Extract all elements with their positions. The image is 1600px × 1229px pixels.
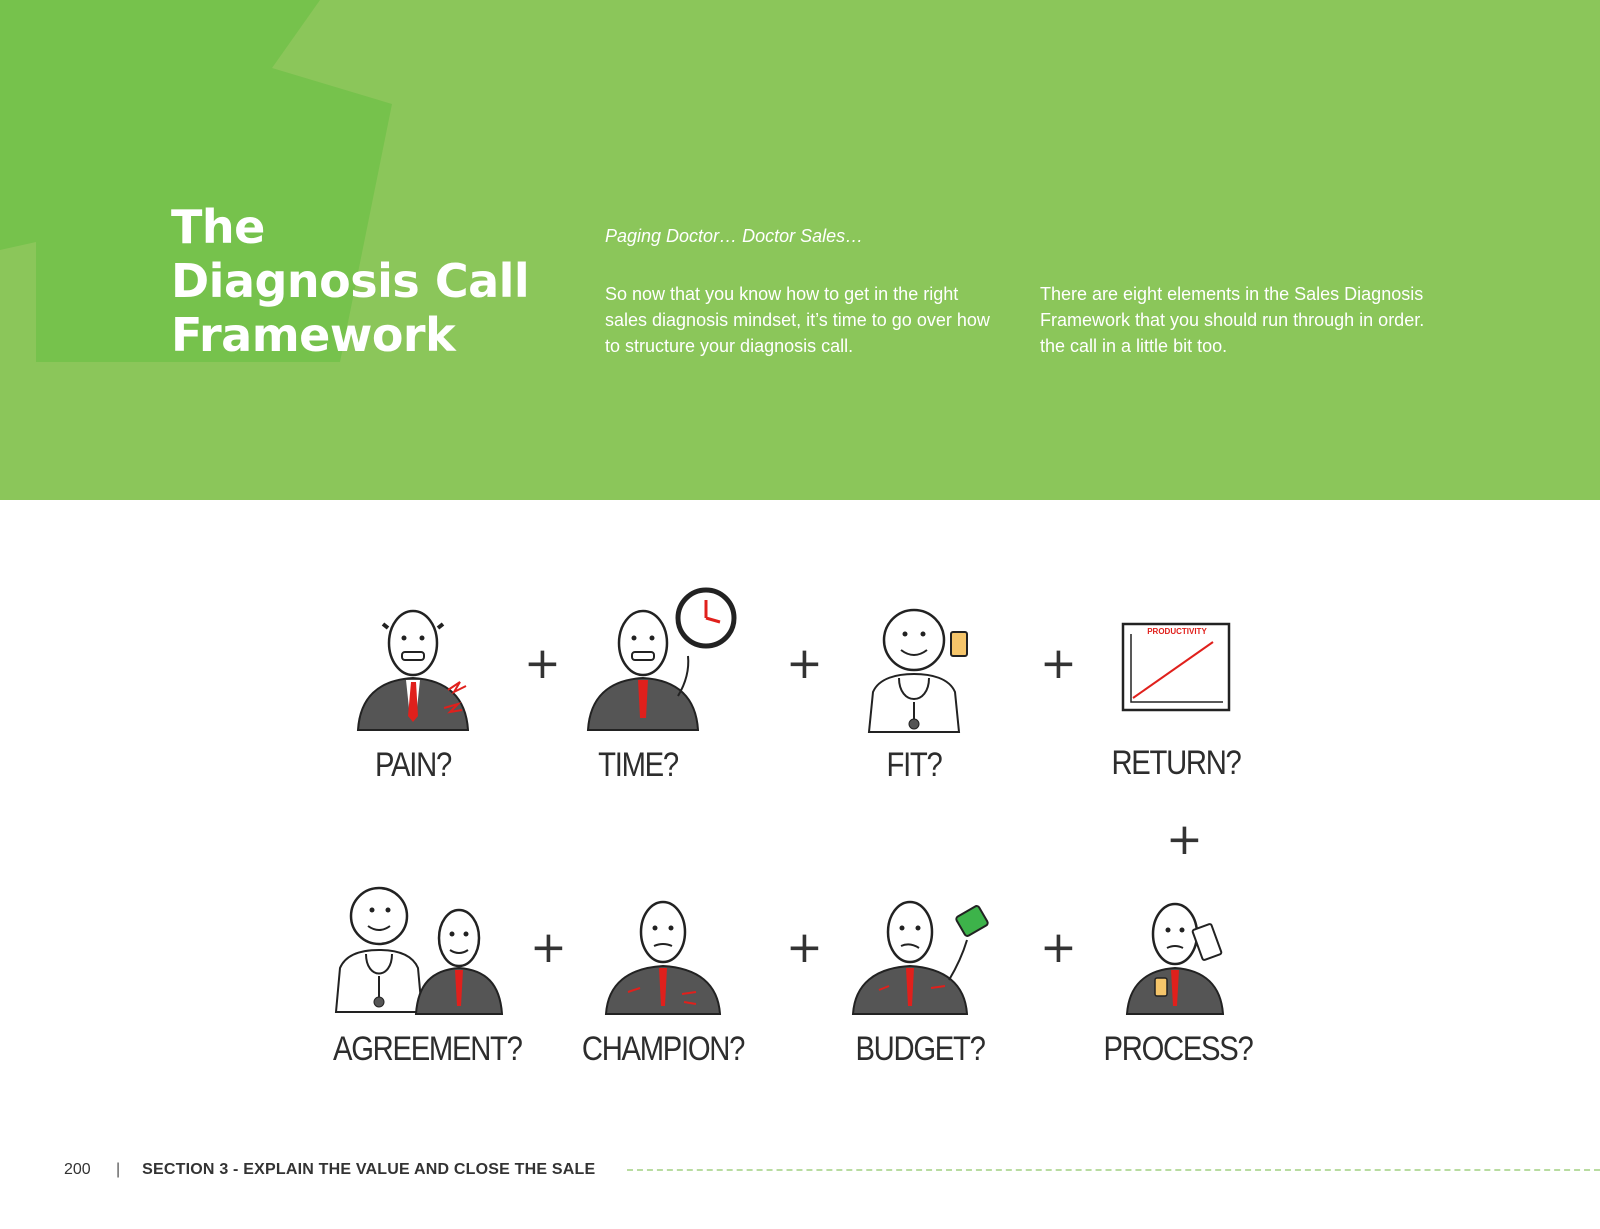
title-line-3: Framework: [171, 308, 456, 362]
hero-banner: The Diagnosis Call Framework Paging Doct…: [0, 0, 1600, 500]
page-number: 200: [64, 1161, 91, 1178]
intro-paragraph-1: So now that you know how to get in the r…: [605, 284, 990, 356]
plus-sign: +: [524, 638, 561, 689]
plus-sign: +: [1166, 814, 1203, 865]
framework-element-budget: BUDGET?: [820, 890, 1020, 1069]
businessman-champion-icon: [604, 900, 722, 1015]
productivity-chart-icon: PRODUCTIVITY: [1121, 622, 1231, 712]
businessman-pain-icon: [356, 609, 470, 731]
element-label: PROCESS?: [1103, 1030, 1254, 1068]
framework-element-agreement: AGREEMENT?: [319, 872, 523, 1069]
element-label: RETURN?: [1111, 744, 1241, 782]
framework-element-time: TIME?: [553, 586, 753, 785]
element-label: BUDGET?: [855, 1030, 985, 1068]
businessman-clock-icon: [586, 587, 737, 731]
framework-element-fit: FIT?: [814, 596, 1014, 785]
title-line-1: The: [171, 200, 265, 254]
element-label: TIME?: [598, 746, 679, 784]
kicker-text: Paging Doctor… Doctor Sales…: [605, 226, 864, 246]
businessman-paper-icon: [1125, 902, 1225, 1015]
framework-element-process: PROCESS?: [1078, 892, 1278, 1069]
plus-sign: +: [786, 638, 823, 689]
framework-element-champion: CHAMPION?: [563, 892, 763, 1069]
chart-title: PRODUCTIVITY: [1147, 627, 1207, 636]
title-line-2: Diagnosis Call: [171, 254, 530, 308]
element-label: CHAMPION?: [581, 1030, 746, 1068]
element-label: PAIN?: [375, 746, 452, 784]
plus-sign: +: [530, 922, 567, 973]
page-footer: 200 | SECTION 3 - EXPLAIN THE VALUE AND …: [64, 1158, 1600, 1182]
plus-sign: +: [1040, 638, 1077, 689]
background-shape-icon: [0, 0, 392, 362]
framework-element-return: PRODUCTIVITY RETURN?: [1076, 622, 1276, 783]
plus-sign: +: [1040, 922, 1077, 973]
page-title: The Diagnosis Call Framework: [171, 200, 530, 362]
element-label: AGREEMENT?: [333, 1030, 523, 1068]
businessman-money-icon: [851, 900, 989, 1015]
footer-dashed-line: [627, 1169, 1600, 1171]
intro-paragraph-2: There are eight elements in the Sales Di…: [1040, 284, 1425, 356]
framework-element-pain: PAIN?: [313, 598, 513, 785]
plus-sign: +: [786, 922, 823, 973]
element-label: FIT?: [886, 746, 943, 784]
section-title: SECTION 3 - EXPLAIN THE VALUE AND CLOSE …: [142, 1161, 596, 1178]
footer-separator: |: [116, 1161, 121, 1178]
doctor-and-patient-icon: [334, 886, 504, 1015]
doctor-pills-icon: [867, 608, 968, 733]
